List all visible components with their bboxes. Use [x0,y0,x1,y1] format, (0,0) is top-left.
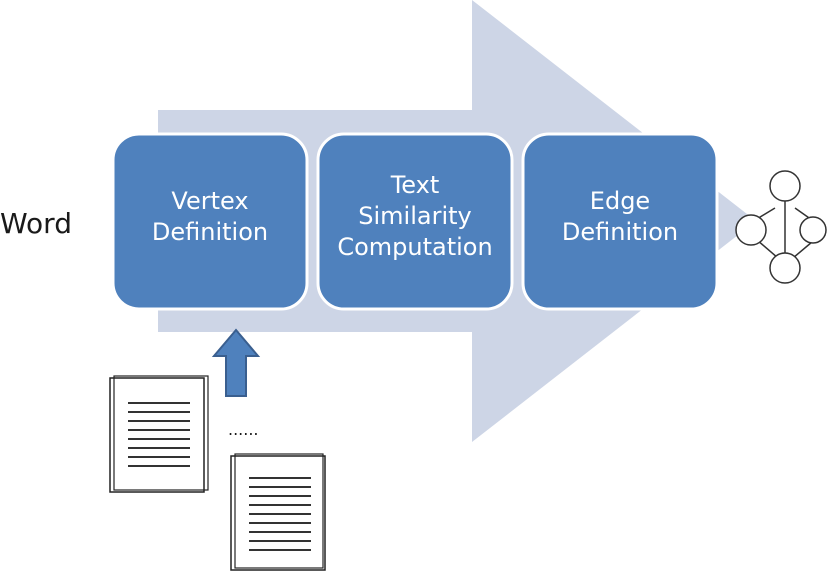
step-label-line: Vertex [171,186,249,215]
graph-icon [735,170,827,284]
document-icon [109,375,209,493]
step-box-edge-definition [521,132,719,311]
step-label-line: Edge [589,186,651,215]
step-label-line: Text [390,171,440,199]
step-box-vertex-definition [111,132,309,311]
step-label-line: Similarity [358,202,472,230]
step-label-text-similarity: Text Similarity Computation [318,134,512,309]
step-box-text-similarity [316,132,514,311]
up-arrow-icon [211,328,261,397]
step-label-line: Definition [151,217,269,246]
step-label-line: Computation [337,233,493,261]
input-word-label: Word [0,207,72,240]
step-label-edge-definition: Edge Definition [523,134,717,309]
step-label-line: Definition [561,217,679,246]
document-icon [230,453,326,571]
step-label-vertex-definition: Vertex Definition [113,134,307,309]
more-documents-ellipsis: ...... [228,420,259,439]
